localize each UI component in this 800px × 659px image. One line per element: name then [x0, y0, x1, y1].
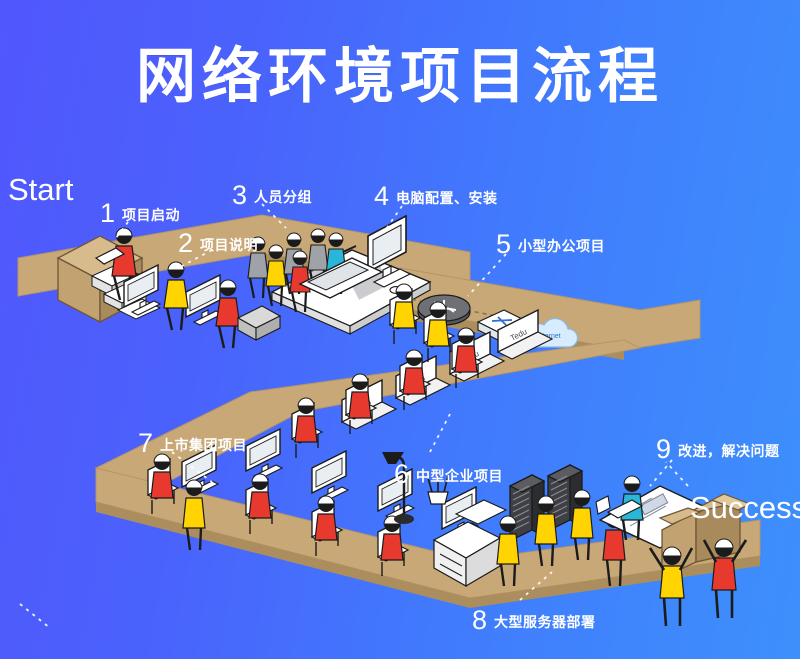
step-number-4: 4: [374, 181, 390, 211]
step-text-9: 改进，解决问题: [678, 444, 780, 460]
office-workers: [147, 453, 409, 577]
step-label-3: 3 人员分组: [232, 182, 312, 209]
step-label-4: 4 电脑配置、安装: [374, 183, 498, 210]
step-number-9: 9: [656, 434, 672, 464]
leader-lower-left: [19, 603, 51, 629]
step-number-8: 8: [472, 605, 488, 635]
start-marker: Start: [8, 172, 74, 207]
step-number-7: 7: [138, 428, 154, 458]
step-text-7: 上市集团项目: [160, 438, 248, 454]
step-label-2: 2 项目说明: [178, 230, 258, 257]
leader-step-9: [649, 459, 673, 487]
engineer-reviewing: [606, 475, 644, 541]
step-number-1: 1: [100, 198, 116, 228]
step-number-6: 6: [394, 459, 410, 489]
leader-step-2: [181, 249, 213, 267]
leader-success: [665, 461, 689, 487]
leader-step-1: [115, 221, 129, 239]
step-text-5: 小型办公项目: [518, 239, 606, 255]
step-label-9: 9 改进，解决问题: [656, 436, 780, 463]
person-at-second-desk: [215, 279, 241, 349]
person-project-brief: [163, 261, 189, 331]
person-project-kickoff: [94, 227, 137, 301]
step-label-7: 7 上市集团项目: [138, 430, 247, 457]
desk-accessories: [382, 452, 508, 588]
step-number-5: 5: [496, 229, 512, 259]
cheering-person-red: [702, 538, 748, 619]
potted-plant: [427, 475, 449, 505]
config-laptop: [298, 257, 384, 299]
page-title: 网络环境项目流程: [136, 42, 664, 112]
step-text-4: 电脑配置、安装: [396, 191, 498, 207]
step-text-8: 大型服务器部署: [494, 615, 596, 631]
step-label-6: 6 中型企业项目: [394, 461, 503, 488]
leader-step-7: [171, 451, 213, 483]
cheering-person-yellow: [648, 546, 694, 627]
step-text-1: 项目启动: [122, 208, 181, 224]
leader-step-3: [261, 203, 287, 229]
step-label-8: 8 大型服务器部署: [472, 607, 596, 634]
scene-step-2: [123, 261, 282, 349]
scene-step-7: [291, 283, 553, 459]
paper-tray: [454, 499, 508, 525]
leader-step-4: [383, 205, 403, 233]
step-text-2: 项目说明: [200, 238, 259, 254]
scene-step-6: [147, 428, 508, 588]
leader-lines: [19, 203, 689, 629]
step-text-3: 人员分组: [254, 190, 313, 206]
step-label-1: 1 项目启动: [100, 200, 180, 227]
step-number-2: 2: [178, 228, 194, 258]
success-marker: Success: [690, 490, 800, 525]
scene-success: [648, 493, 752, 627]
config-monitor: [367, 214, 412, 288]
step-label-5: 5 小型办公项目: [496, 231, 605, 258]
coffee-cup: [595, 495, 611, 515]
leader-step-6: [429, 413, 451, 453]
step-number-3: 3: [232, 180, 248, 210]
leader-step-5: [467, 253, 507, 297]
cloud-label: Internet: [537, 333, 561, 340]
step-text-6: 中型企业项目: [416, 469, 504, 485]
